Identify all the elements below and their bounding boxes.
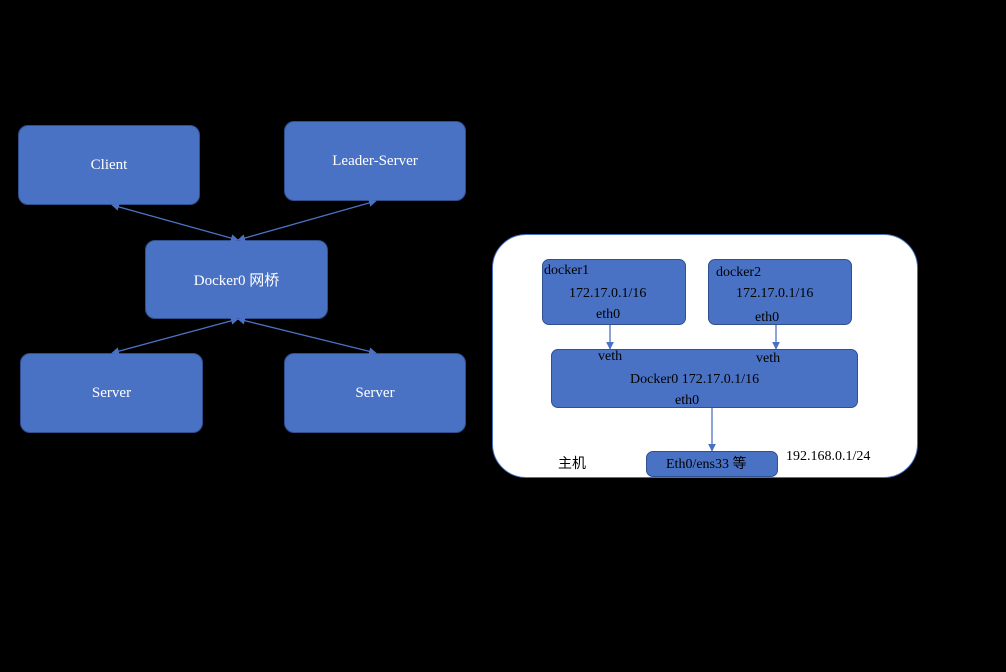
host-label: 主机 [558,457,586,472]
veth-right-label: veth [756,351,781,366]
host-nic-label: Eth0/ens33 等 [666,457,747,472]
server-left-label: Server [91,384,132,401]
host-nic-ip: 192.168.0.1/24 [786,449,871,464]
link-client-bridge [111,203,239,242]
client-node: Client [18,125,200,205]
host-nic: Eth0/ens33 等 [646,451,778,477]
docker2-ip: 172.17.0.1/16 [736,286,814,301]
docker1-container: docker1 172.17.0.1/16 eth0 [542,259,686,325]
docker0-bridge-node: Docker0 网桥 [145,240,328,319]
leader-server-node: Leader-Server [284,121,466,201]
docker1-name: docker1 [544,263,590,278]
server-node-right: Server [284,353,466,433]
docker0-host-label: Docker0 172.17.0.1/16 [630,372,760,387]
leader-server-label: Leader-Server [332,152,418,169]
docker2-name: docker2 [716,265,762,280]
docker0-bridge-label: Docker0 网桥 [193,273,280,289]
link-leader-bridge [237,199,377,242]
server-right-label: Server [355,384,395,401]
veth-left-label: veth [598,349,623,364]
docker0-host-bridge: Docker0 172.17.0.1/16 eth0 [551,349,858,408]
link-bridge-server-left [111,317,239,355]
docker2-container: docker2 172.17.0.1/16 eth0 [708,259,852,325]
link-bridge-server-right [237,316,377,356]
docker2-iface: eth0 [755,310,780,325]
server-node-left: Server [20,353,203,433]
docker1-ip: 172.17.0.1/16 [569,286,647,301]
docker1-iface: eth0 [596,307,621,322]
client-label: Client [90,156,128,173]
docker0-host-iface: eth0 [675,393,700,408]
